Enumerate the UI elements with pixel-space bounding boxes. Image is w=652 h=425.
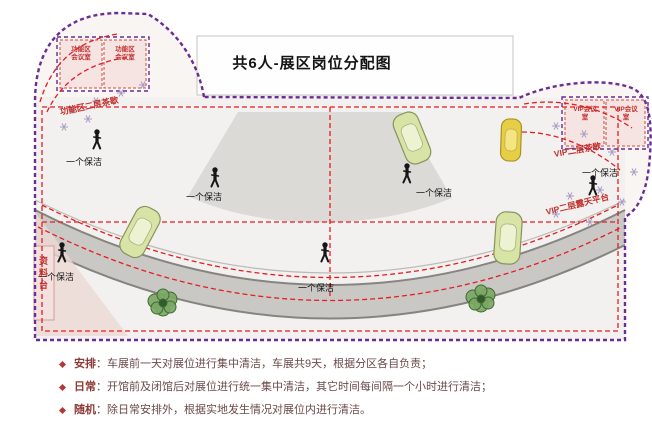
cleaner-label: 一个保洁 — [66, 157, 103, 167]
note-item: 日常：开馆前及闭馆后对展位进行统一集中清洁，其它时间每间隔一个小时进行清洁； — [58, 380, 622, 396]
cleaner-icon — [588, 175, 598, 196]
cleaner-icon — [210, 167, 220, 188]
cleaner-icon — [92, 129, 102, 150]
boundary-outline — [33, 11, 652, 342]
left-ramp — [35, 212, 128, 336]
car-icon — [392, 111, 432, 165]
cleaner-label: 一个保洁 — [416, 188, 453, 198]
page-title: 共6人-展区岗位分配图 — [232, 55, 392, 72]
car-icon-yellow — [499, 118, 523, 162]
bullet-icon — [58, 360, 67, 369]
floor-plan: 共6人-展区岗位分配图 功能区会议室 功能区会议室 功能区二层茶歇 VIP会议室… — [33, 11, 652, 342]
car-icon — [119, 205, 161, 259]
vip-meeting-rooms — [561, 96, 649, 150]
note-item: 安排：车展前一天对展位进行集中清洁，车展共9天，根据分区各自负责； — [58, 357, 622, 373]
note-label: 安排 — [74, 358, 96, 370]
note-text: ：开馆前及闭馆后对展位进行统一集中清洁，其它时间每间隔一个小时进行清洁； — [96, 380, 492, 393]
plant-icon — [147, 288, 178, 317]
floor-plan-canvas — [33, 11, 652, 342]
table-icons — [60, 81, 638, 226]
bullet-icon — [58, 406, 67, 414]
cleaner-label: 一个保洁 — [298, 283, 335, 293]
car-icon — [493, 211, 523, 265]
cleaner-icon — [57, 242, 67, 263]
stage-area — [188, 112, 452, 223]
info-desk-label: 资料台 — [38, 256, 48, 292]
note-label: 日常 — [74, 380, 96, 393]
cleaner-label: 一个保洁 — [186, 192, 223, 202]
notes-list: 安排：车展前一天对展位进行集中清洁，车展共9天，根据分区各自负责； 日常：开馆前… — [0, 345, 652, 419]
room-label-function-2: 功能区会议室 — [115, 46, 135, 61]
note-label: 随机 — [74, 403, 96, 416]
room-label-function-1: 功能区会议室 — [71, 46, 91, 61]
note-item: 随机：除日常安排外，根据实地发生情况对展位内进行清洁。 — [58, 403, 622, 419]
bullet-icon — [58, 383, 67, 391]
room-label-vip-1: VIP会议室 — [573, 106, 597, 121]
cleaner-label: 一个保洁 — [582, 168, 619, 178]
info-desk — [33, 245, 55, 321]
note-text: ：除日常安排外，根据实地发生情况对展位内进行清洁。 — [96, 403, 371, 416]
cleaner-label: 一个保洁 — [38, 272, 75, 282]
note-text: ：车展前一天对展位进行集中清洁，车展共9天，根据分区各自负责； — [96, 358, 433, 370]
lobby — [196, 35, 514, 96]
cleaner-icon — [402, 163, 412, 184]
plant-icon — [465, 284, 496, 313]
cleaner-icon — [320, 242, 330, 263]
room-label-vip-2: VIP会议室 — [614, 106, 638, 121]
